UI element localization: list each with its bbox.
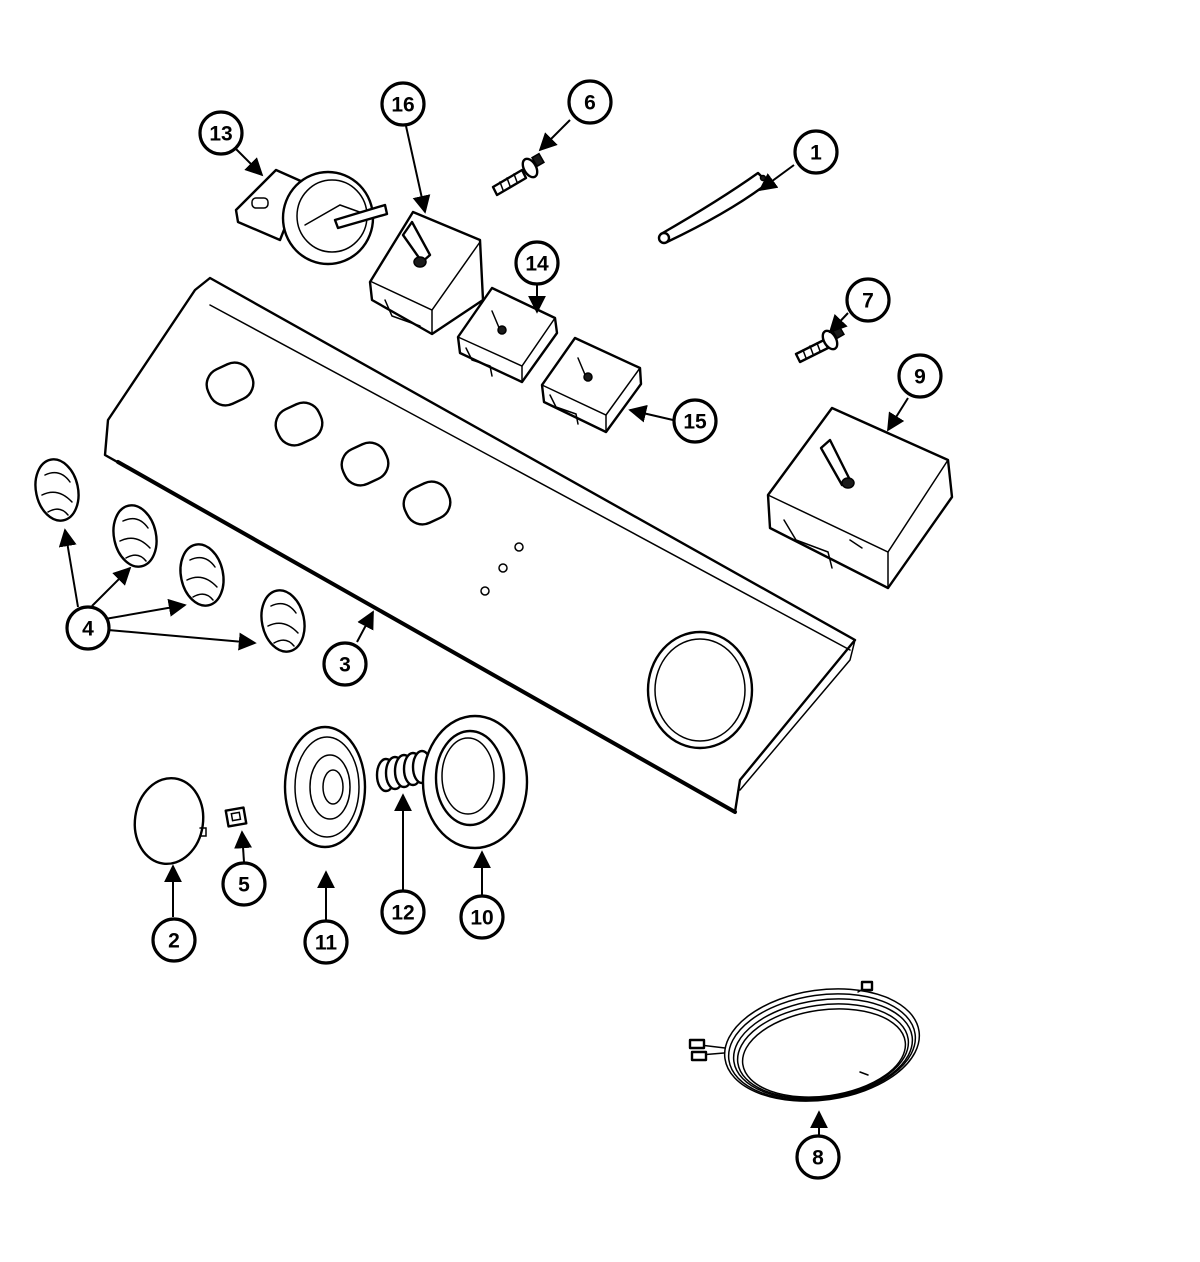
knob-1 <box>34 458 80 522</box>
callout-5: 5 <box>221 861 267 907</box>
knob-4 <box>260 589 306 653</box>
callout-8: 8 <box>795 1134 841 1180</box>
wire-harness <box>688 980 921 1102</box>
knob-3 <box>179 543 225 607</box>
tube <box>657 171 770 245</box>
screw-7 <box>794 324 845 364</box>
svg-text:1: 1 <box>810 142 822 165</box>
switch-16 <box>368 210 485 336</box>
callout-1: 1 <box>793 129 839 175</box>
callout-6: 6 <box>567 79 613 125</box>
switch-15 <box>540 336 643 434</box>
svg-text:4: 4 <box>82 618 94 641</box>
leader-lines <box>58 119 909 1135</box>
svg-text:12: 12 <box>391 902 414 925</box>
svg-text:8: 8 <box>812 1147 824 1170</box>
svg-text:9: 9 <box>914 366 926 389</box>
switch-9 <box>766 406 954 590</box>
screw-6 <box>491 152 545 197</box>
callout-9: 9 <box>897 353 943 399</box>
knob-2 <box>112 504 158 568</box>
callout-4: 4 <box>65 605 111 651</box>
callout-12: 12 <box>380 889 426 935</box>
push-button <box>283 725 367 849</box>
clip <box>224 806 248 828</box>
svg-text:5: 5 <box>238 874 250 897</box>
callout-2: 2 <box>151 917 197 963</box>
timer-motor <box>234 168 389 266</box>
svg-text:14: 14 <box>525 253 549 276</box>
cap <box>133 776 207 866</box>
svg-text:7: 7 <box>862 290 874 313</box>
control-panel <box>103 276 857 814</box>
svg-text:2: 2 <box>168 930 180 953</box>
svg-text:10: 10 <box>470 907 493 930</box>
svg-text:11: 11 <box>315 932 338 955</box>
callout-15: 15 <box>672 398 718 444</box>
callout-10: 10 <box>459 894 505 940</box>
callout-16: 16 <box>380 81 426 127</box>
callout-3: 3 <box>322 641 368 687</box>
svg-text:3: 3 <box>339 654 351 677</box>
callout-7: 7 <box>845 277 891 323</box>
callout-11: 11 <box>303 919 349 965</box>
callouts: 1 2 3 4 5 6 7 8 <box>65 79 943 1180</box>
svg-text:6: 6 <box>584 92 596 115</box>
svg-text:13: 13 <box>209 123 232 146</box>
callout-14: 14 <box>514 240 560 286</box>
knobs <box>34 458 306 653</box>
bezel <box>421 714 529 850</box>
callout-13: 13 <box>198 110 244 156</box>
svg-text:16: 16 <box>391 94 414 117</box>
svg-text:15: 15 <box>683 411 707 434</box>
